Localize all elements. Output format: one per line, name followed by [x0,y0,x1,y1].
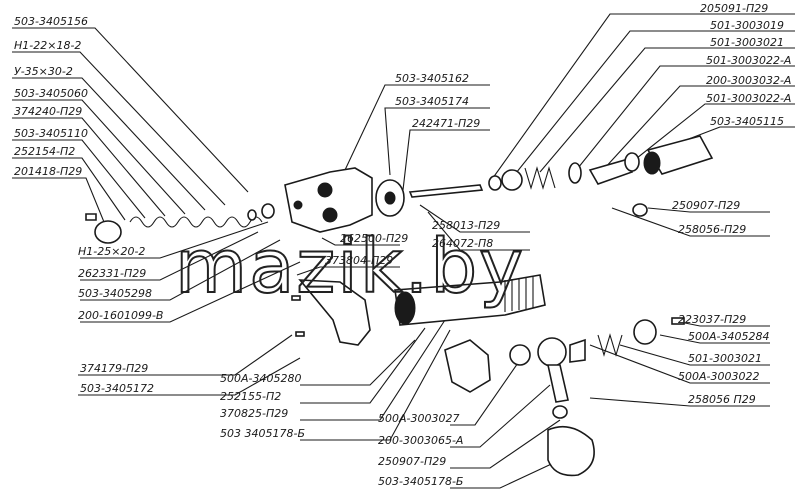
end-cap-part [94,220,122,244]
nut-part [633,319,657,345]
label-39: 258056 П29 [688,393,756,406]
label-9: 503-3405162 [395,72,469,85]
label-18: 503-3405115 [710,115,784,128]
label-37: 501-3003021 [688,352,762,365]
watermark: mazik.by [175,224,525,310]
lever-part [547,364,569,403]
label-19: 250907-П29 [672,199,740,212]
valve-port-3 [293,200,303,210]
clip-part [298,279,371,346]
knob-part [547,425,595,477]
label-8: 201418-П29 [14,165,82,178]
left-spring-part [129,216,263,228]
label-10: 503-3405174 [395,95,469,108]
label-35: 223037-П29 [678,313,746,326]
label-22: 264072-П8 [432,237,493,250]
label-38: 500А-3003022 [678,370,759,383]
label-27: 503-3405298 [78,287,152,300]
shell-part [444,339,491,393]
label-5: 374240-П29 [14,105,82,118]
label-13: 501-3003019 [710,19,784,32]
label-31: 500А-3405280 [220,372,301,385]
label-4: 503-3405060 [14,87,88,100]
cap-part [509,344,531,366]
label-20: 258056-П29 [678,223,746,236]
plunger-part [588,159,634,185]
cup-part [501,169,523,191]
label-43: 503-3405178-Б [378,475,463,488]
screw-part [671,317,685,325]
label-7: 252154-П2 [14,145,75,158]
small-washer-part [632,203,648,217]
label-36: 500А-3405284 [688,330,769,343]
lower-spring-part [597,333,623,357]
label-14: 501-3003021 [710,36,784,49]
label-15: 501-3003022-А [706,54,791,67]
label-41: 200-3003065-А [378,434,463,447]
label-28: 200-1601099-В [78,309,163,322]
label-3: У-35×30-2 [14,65,73,78]
ring-part [261,203,275,219]
housing-part [394,274,546,326]
label-40: 500А-3003027 [378,412,459,425]
parts [85,135,714,477]
valve-port-1 [317,182,333,198]
label-33: 370825-П29 [220,407,288,420]
label-32: 252155-П2 [220,390,281,403]
small-screw-part [85,213,97,221]
label-12: 205091-П29 [700,2,768,15]
label-6: 503-3405110 [14,127,88,140]
label-11: 242471-П29 [412,117,480,130]
label-42: 250907-П29 [378,455,446,468]
pin-part [291,295,301,301]
washer-part [247,209,257,221]
valve-body-part [284,167,373,233]
valve-port-2 [322,207,338,223]
label-29: 374179-П29 [80,362,148,375]
label-26: 262331-П29 [78,267,146,280]
label-34: 503 3405178-Б [220,427,305,440]
label-21: 258013-П29 [432,219,500,232]
label-16: 200-3003032-А [706,74,791,87]
thread-part [504,276,534,312]
right-spring-part [524,166,556,190]
label-23: 262500-П29 [340,232,408,245]
label-17: 501-3003022-А [706,92,791,105]
label-2: Н1-22×18-2 [14,39,81,52]
label-1: 503-3405156 [14,15,88,28]
long-rod-part [408,184,484,198]
ball-part [537,337,567,367]
label-25: Н1-25×20-2 [78,245,145,258]
leader-lines [12,13,795,489]
labels: 503-3405156 Н1-22×18-2 У-35×30-2 503-340… [14,2,791,488]
label-30: 503-3405172 [80,382,154,395]
ring-seat-part [569,338,586,363]
right-ring-part [568,162,582,184]
label-24: 373804-П29 [325,254,393,267]
